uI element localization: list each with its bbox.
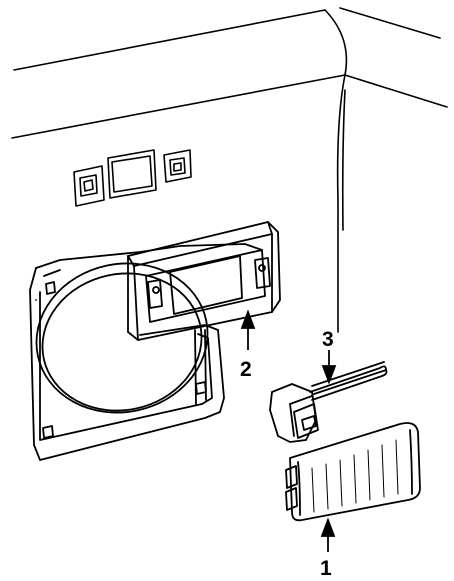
bulb-socket [269, 361, 388, 443]
arrow-3 [321, 350, 337, 385]
lamp-lens [285, 422, 421, 522]
panel-clips [73, 149, 192, 207]
mounting-bracket [29, 243, 263, 461]
clip-opening [107, 149, 157, 199]
callout-label-2: 2 [240, 358, 252, 381]
arrow-2 [240, 309, 256, 350]
lamp-housing [127, 221, 281, 341]
clip-left [73, 165, 105, 207]
clip-right [163, 149, 192, 183]
callout-arrows [240, 309, 337, 552]
arrow-1 [320, 517, 336, 552]
callout-label-1: 1 [320, 557, 332, 580]
body-panel [11, 7, 448, 333]
callout-label-3: 3 [322, 328, 334, 351]
